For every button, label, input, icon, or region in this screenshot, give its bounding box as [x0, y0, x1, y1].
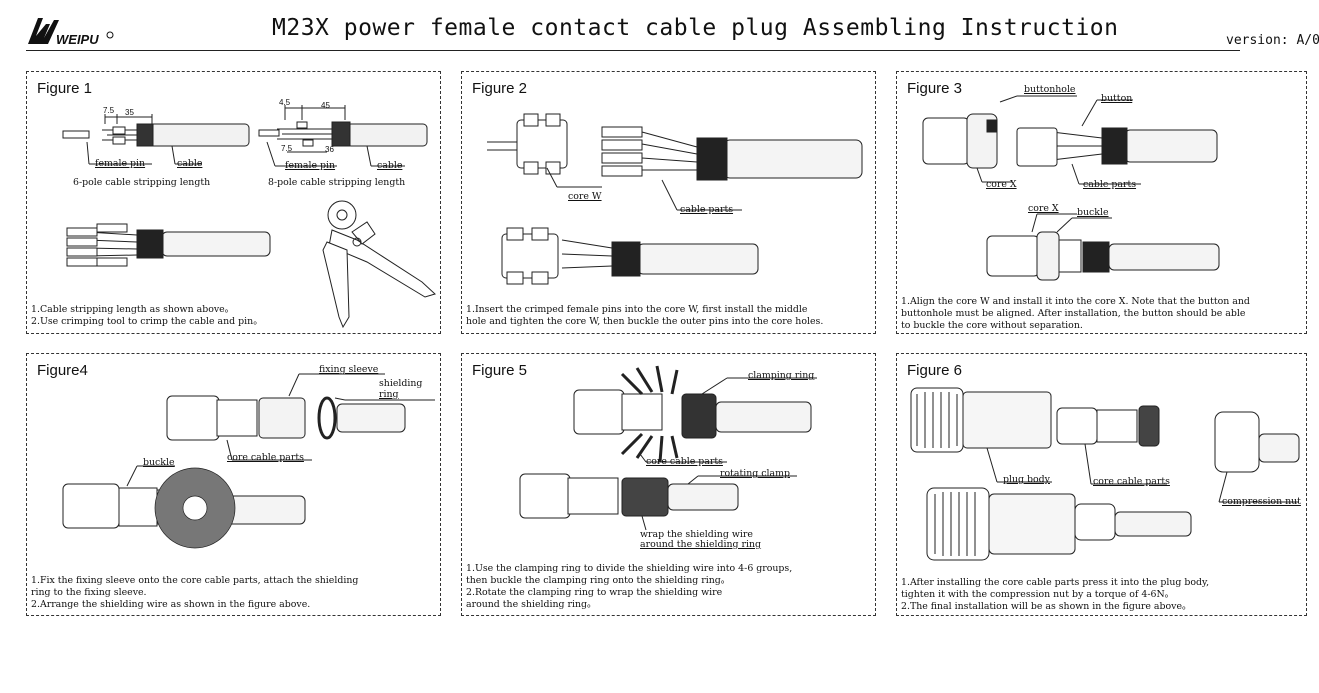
- callout-rotating-clamp: rotating clamp: [720, 468, 790, 479]
- callout-buckle: buckle: [1077, 207, 1109, 218]
- version-label: version: A/0: [1226, 33, 1319, 48]
- callout-fixing-sleeve: fixing sleeve: [319, 364, 379, 375]
- figure-1-instruction-2: 2.Use crimping tool to crimp the cable a…: [31, 316, 263, 327]
- figure-6-panel: Figure 6 plug body core ca: [896, 353, 1307, 616]
- callout-core-w: core W: [568, 191, 602, 202]
- callout-female-pin-8pole: female pin: [285, 160, 336, 171]
- figure-6-instruction-1: 1.After installing the core cable parts …: [901, 577, 1210, 588]
- figure-3-instruction-2: buttonhole must be aligned. After instal…: [901, 308, 1246, 319]
- figure-1-panel: Figure 1: [26, 71, 441, 334]
- callout-wrap-line-2: around the shielding ring: [640, 539, 762, 550]
- figure-6-instruction-2: tighten it with the compression nut by a…: [901, 589, 1175, 600]
- caption-6pole: 6-pole cable stripping length: [73, 177, 211, 188]
- figure-5-instruction-4: around the shielding ring。: [466, 599, 597, 610]
- document-header: WEIPU M23X power female contact cable pl…: [0, 0, 1319, 52]
- figure-5-instruction-1: 1.Use the clamping ring to divide the sh…: [466, 563, 793, 574]
- figure-2-drawing: [487, 113, 863, 285]
- svg-text:WEIPU: WEIPU: [56, 32, 99, 47]
- callout-buttonhole: buttonhole: [1024, 84, 1076, 95]
- callout-ring: ring: [379, 389, 399, 400]
- figure-5-label: Figure 5: [472, 362, 528, 379]
- callout-button: button: [1101, 93, 1133, 104]
- callout-cable-6pole: cable: [177, 158, 203, 169]
- dim-8pole-b: 45: [321, 101, 330, 110]
- callout-shielding: shielding: [379, 378, 423, 389]
- figure-3-panel: Figure 3 buttonhole button core: [896, 71, 1307, 334]
- figure-4-label: Figure4: [37, 362, 88, 379]
- figure-3-label: Figure 3: [907, 80, 963, 97]
- figure-4-panel: Figure4 fixing sleeve shielding ring cor…: [26, 353, 441, 616]
- callout-core-x-bottom: core X: [1028, 203, 1059, 214]
- callout-cable-8pole: cable: [377, 160, 403, 171]
- callout-cable-parts: cable parts: [680, 204, 734, 215]
- figure-6-instruction-3: 2.The final installation will be as show…: [901, 601, 1192, 612]
- shielding-wire-fan: [154, 467, 236, 549]
- figure-4-instruction-3: 2.Arrange the shielding wire as shown in…: [31, 599, 311, 610]
- weipu-logo: WEIPU: [28, 18, 114, 47]
- callout-female-pin-6pole: female pin: [95, 158, 146, 169]
- figure-3-drawing: [922, 95, 1220, 281]
- figure-1-instruction-1: 1.Cable stripping length as shown above。: [31, 304, 235, 315]
- figure-3-instruction-1: 1.Align the core W and install it into t…: [901, 296, 1250, 307]
- callout-core-cable-parts: core cable parts: [646, 456, 723, 467]
- dim-6pole-b: 35: [125, 108, 134, 117]
- figure-5-instruction-3: 2.Rotate the clamping ring to wrap the s…: [466, 587, 723, 598]
- figure-5-panel: Figure 5 clamping ring core cable parts …: [461, 353, 876, 616]
- dim-8pole-d: 36: [325, 145, 334, 154]
- figure-2-instruction-2: hole and tighten the core W, then buckle…: [466, 316, 824, 327]
- dim-8pole-c: 7.5: [281, 144, 293, 153]
- figure-3-instruction-3: to buckle the core without separation.: [901, 320, 1083, 331]
- callout-core-cable-parts: core cable parts: [1093, 476, 1170, 487]
- callout-buckle: buckle: [143, 457, 175, 468]
- figure-2-label: Figure 2: [472, 80, 528, 97]
- callout-core-cable-parts: core cable parts: [227, 452, 304, 463]
- figure-4-drawing: [62, 373, 435, 549]
- figure-1-drawing: [62, 105, 436, 329]
- callout-cable-parts: cable parts: [1083, 179, 1137, 190]
- figure-4-instruction-2: ring to the fixing sleeve.: [31, 587, 147, 598]
- dim-8pole-a: 4.5: [279, 98, 291, 107]
- document-title: M23X power female contact cable plug Ass…: [272, 15, 1119, 41]
- figure-2-instruction-1: 1.Insert the crimped female pins into th…: [466, 304, 808, 315]
- callout-wrap-line-1: wrap the shielding wire: [640, 529, 753, 540]
- header-divider: [26, 50, 1240, 51]
- figure-5-drawing: [519, 365, 817, 531]
- callout-clamping-ring: clamping ring: [748, 370, 815, 381]
- figure-6-label: Figure 6: [907, 362, 963, 379]
- callout-compression-nut: compression nut: [1222, 496, 1301, 507]
- caption-8pole: 8-pole cable stripping length: [268, 177, 406, 188]
- figure-5-instruction-2: then buckle the clamping ring onto the s…: [466, 575, 731, 586]
- figure-4-instruction-1: 1.Fix the fixing sleeve onto the core ca…: [31, 575, 359, 586]
- dim-6pole-a: 7.5: [103, 106, 115, 115]
- figure-2-panel: Figure 2 core W cable parts 1.Insert t: [461, 71, 876, 334]
- figure-6-drawing: [910, 387, 1300, 561]
- callout-core-x-top: core X: [986, 179, 1017, 190]
- callout-plug-body: plug body: [1003, 474, 1050, 485]
- figure-1-label: Figure 1: [37, 80, 93, 97]
